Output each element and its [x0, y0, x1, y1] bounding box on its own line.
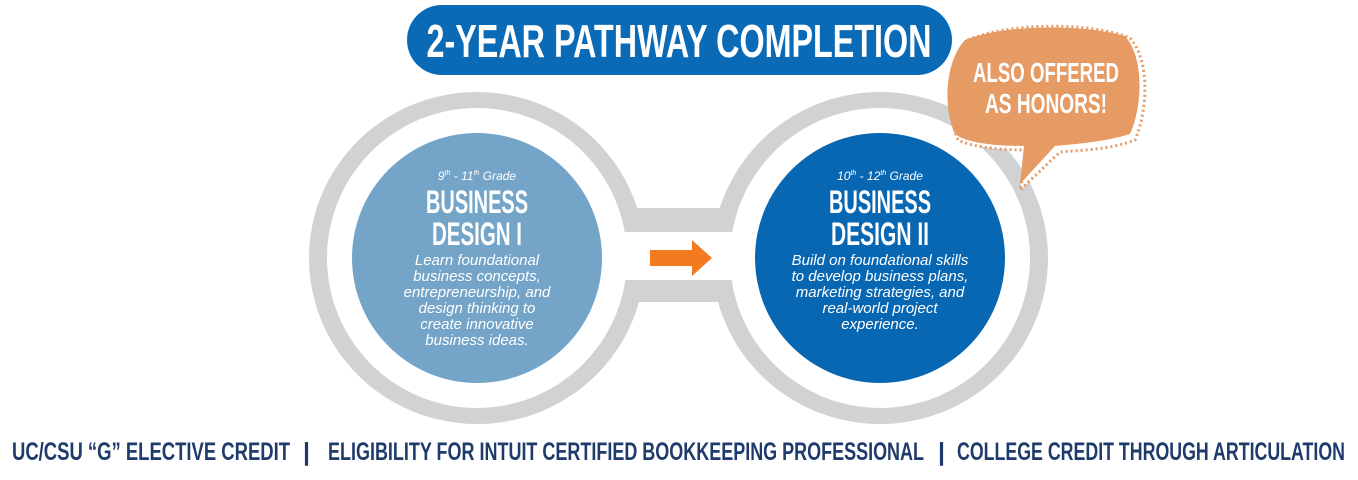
- benefit-uc-csu: UC/CSU “G” ELECTIVE CREDIT: [12, 438, 290, 466]
- description-line: experience.: [841, 316, 919, 333]
- course-circle-2: [755, 133, 1005, 383]
- course-name-line2: DESIGN II: [831, 216, 929, 252]
- callout-line-2: AS HONORS!: [985, 88, 1107, 119]
- benefit-intuit: ELIGIBILITY FOR INTUIT CERTIFIED BOOKKEE…: [328, 438, 924, 466]
- description-line: entrepreneurship, and: [404, 284, 551, 301]
- description-line: marketing strategies, and: [796, 284, 965, 301]
- description-line: business ideas.: [425, 332, 528, 349]
- course-circle-1: [352, 133, 602, 383]
- benefit-college-credit: COLLEGE CREDIT THROUGH ARTICULATION: [957, 438, 1345, 466]
- title-pill: [407, 5, 952, 75]
- course-description: Build on foundational skills to develop …: [792, 252, 969, 333]
- arrow-right-icon: [650, 240, 712, 276]
- description-line: to develop business plans,: [792, 268, 969, 285]
- description-line: Build on foundational skills: [792, 252, 969, 269]
- separator: |: [303, 438, 310, 466]
- callout-line-1: ALSO OFFERED: [973, 57, 1119, 88]
- footer-benefits: UC/CSU “G” ELECTIVE CREDIT | ELIGIBILITY…: [12, 438, 1345, 466]
- description-line: design thinking to: [419, 300, 536, 317]
- page-title: 2-YEAR PATHWAY COMPLETION: [427, 15, 932, 67]
- course-name-line2: DESIGN I: [432, 216, 522, 252]
- grade-range: 9th - 11th Grade: [438, 169, 517, 183]
- honors-callout: ALSO OFFERED AS HONORS!: [947, 24, 1147, 195]
- grade-range: 10th - 12th Grade: [837, 169, 923, 183]
- course-name-line1: BUSINESS: [426, 184, 528, 220]
- separator: |: [938, 438, 945, 466]
- description-line: real-world project: [822, 300, 938, 317]
- course-name-line1: BUSINESS: [829, 184, 931, 220]
- description-line: business concepts,: [413, 268, 541, 285]
- description-line: create innovative: [420, 316, 533, 333]
- course-description: Learn foundational business concepts, en…: [404, 252, 551, 349]
- course-2: 10th - 12th Grade BUSINESS DESIGN II Bui…: [792, 169, 969, 333]
- description-line: Learn foundational: [415, 252, 540, 269]
- course-1: 9th - 11th Grade BUSINESS DESIGN I Learn…: [404, 169, 551, 349]
